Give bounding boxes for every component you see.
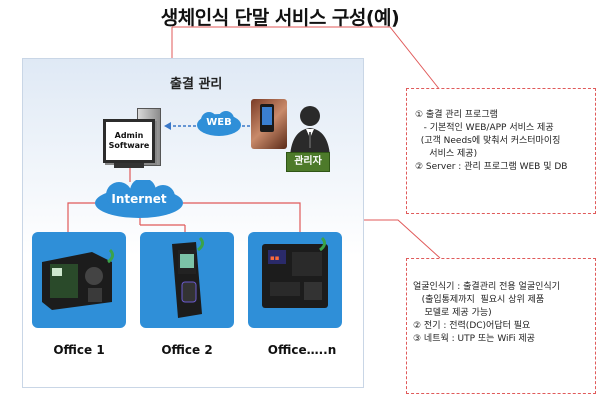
panel-title: 출결 관리 (170, 77, 223, 92)
server-info-line: 서비스 제공) (415, 149, 478, 159)
office-2-device-box (140, 232, 234, 328)
office-1-device-box (32, 232, 126, 328)
office-n-device-box: ▪▪ (248, 232, 342, 328)
office-2-label: Office 2 (161, 343, 213, 357)
internet-cloud-icon (95, 180, 183, 218)
face-terminal-icon (42, 248, 115, 310)
device-info-box: 얼굴인식기 : 출결관리 전용 얼굴인식기 (출입통제까지 필요시 상위 제품 … (406, 258, 596, 394)
server-info-box: ① 출결 관리 프로그램 - 기본적인 WEB/APP 서비스 제공 (고객 N… (406, 88, 596, 214)
web-cloud-icon (197, 111, 241, 136)
server-label-1: Admin (114, 131, 144, 140)
web-label: WEB (206, 117, 232, 128)
slim-terminal-icon (172, 236, 205, 318)
device-info-line: ③ 네트웍 : UTP 또는 WiFi 제공 (413, 334, 535, 344)
server-info-line: ② Server : 관리 프로그램 WEB 및 DB (415, 162, 568, 172)
server-label-2: Software (108, 141, 150, 150)
office-n-label: Office…..n (267, 343, 337, 357)
smartphone-screen-icon (262, 107, 272, 125)
internet-label: Internet (111, 192, 167, 206)
admin-software-monitor: Admin Software (103, 119, 155, 163)
office-1-label: Office 1 (53, 343, 105, 357)
device-info-line: 모델로 제공 가능) (413, 308, 492, 318)
svg-text:▪▪: ▪▪ (270, 254, 280, 262)
page-title: 생체인식 단말 서비스 구성(예) (160, 7, 400, 29)
administrator-icon (290, 106, 330, 156)
server-info-line: ① 출결 관리 프로그램 (415, 110, 498, 120)
desktop-terminal-icon: ▪▪ (262, 236, 328, 308)
server-info-line: - 기본적인 WEB/APP 서비스 제공 (415, 123, 554, 133)
device-info-line: 얼굴인식기 : 출결관리 전용 얼굴인식기 (413, 282, 560, 292)
admin-badge: 관리자 (286, 152, 330, 172)
monitor-stand-icon (114, 163, 144, 168)
device-info-line: ② 전기 : 전력(DC)어답터 필요 (413, 321, 531, 331)
server-info-line: (고객 Needs에 맞춰서 커스터마이징 (415, 136, 561, 146)
device-info-line: (출입통제까지 필요시 상위 제품 (413, 295, 545, 305)
